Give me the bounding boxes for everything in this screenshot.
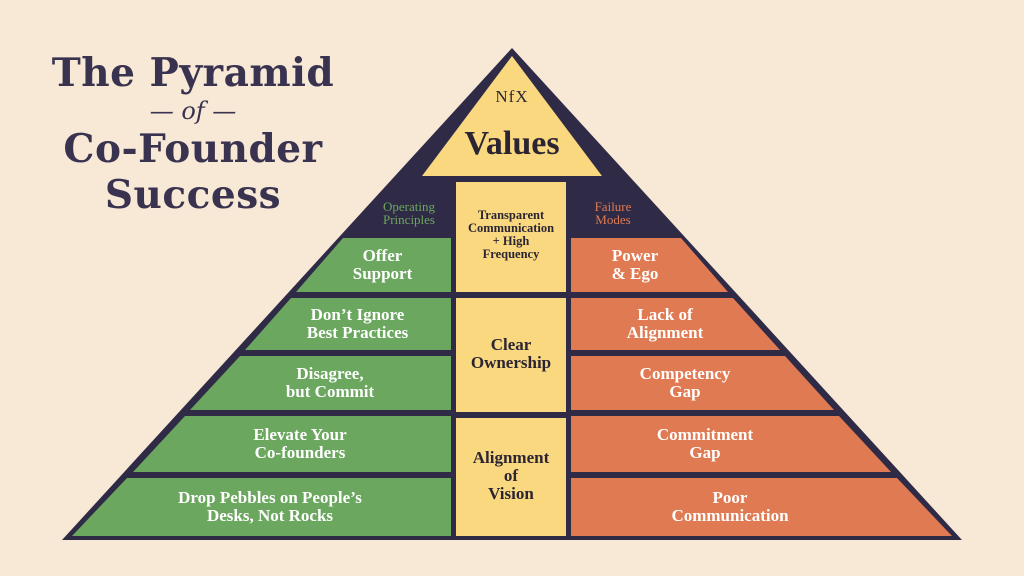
failure-mode-5: Poor Communication [671,488,789,525]
center-mid-cell [456,298,566,412]
title-block: The Pyramid — of — Co-Founder Success [28,50,358,218]
center-header-label: Transparent Communication + High Frequen… [467,208,555,261]
right-row-3 [571,356,834,410]
right-header: Failure Modes [594,199,632,227]
apex-label: Values [464,125,560,162]
failure-mode-3: Competency Gap [639,364,731,401]
operating-principle-5: Drop Pebbles on People’s Desks, Not Rock… [178,488,362,525]
title-of: — of — [149,97,237,125]
right-row-4 [571,416,891,472]
left-row-4 [133,416,451,472]
operating-principle-3: Disagree, but Commit [285,364,375,401]
left-row-2 [245,298,451,350]
right-row-1 [571,238,728,292]
operating-principle-1: Offer Support [352,246,413,283]
failure-mode-2: Lack of Alignment [626,305,704,342]
title-line-2: Co-Founder [63,126,323,172]
title-line-3: Success [104,172,282,218]
left-header: Operating Principles [383,199,435,227]
center-header-cell [456,182,566,292]
operating-principle-2: Don’t Ignore Best Practices [306,305,409,342]
right-row-5 [571,478,952,536]
values-triangle [422,56,602,176]
operating-principle-4: Elevate Your Co-founders [253,425,347,462]
title-line-1: The Pyramid [51,50,335,96]
center-mid-label: Clear Ownership [470,335,552,372]
right-row-2 [571,298,780,350]
failure-mode-1: Power & Ego [611,246,659,283]
left-row-3 [190,356,451,410]
center-low-cell [456,418,566,536]
center-low-label: Alignment of Vision [472,448,550,503]
left-row-1 [296,238,451,292]
nfx-logo: NfX [495,87,529,106]
left-row-5 [72,478,451,536]
failure-mode-4: Commitment Gap [656,425,754,462]
